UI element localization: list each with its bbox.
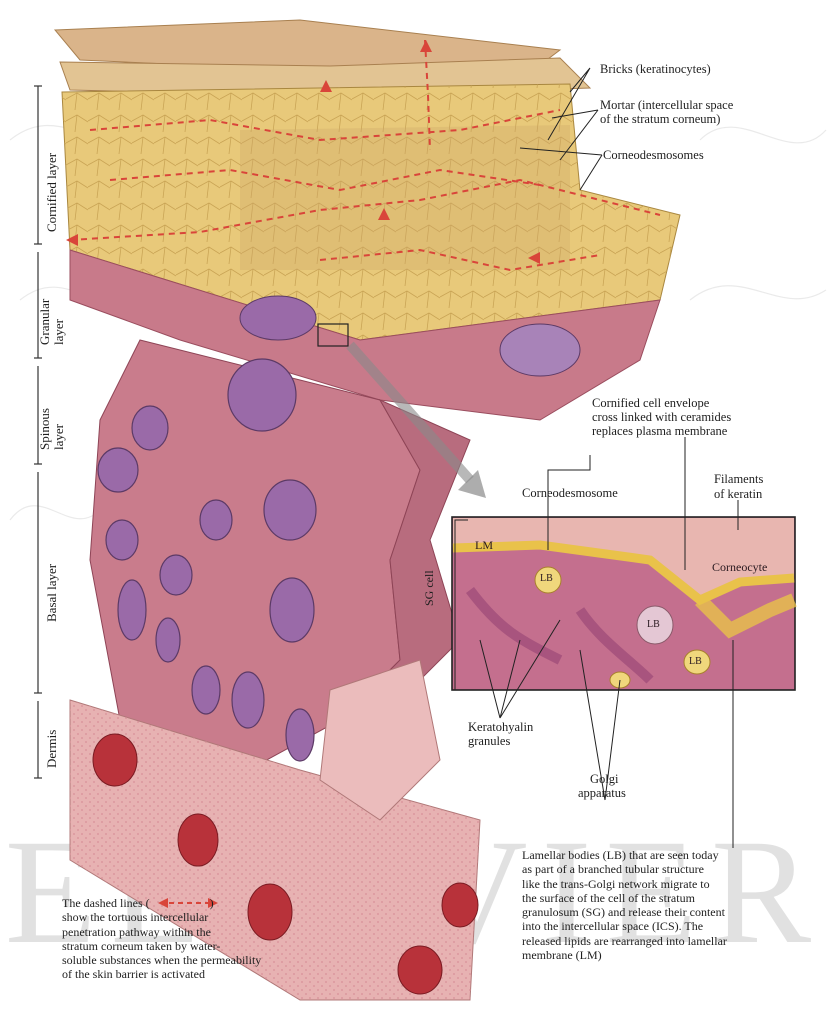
inset-label-lb-2: LB xyxy=(647,619,660,630)
label-envelope-line2: cross linked with ceramides xyxy=(592,410,731,424)
label-filaments-line2: of keratin xyxy=(714,487,762,501)
layer-label-cornified: Cornified layer xyxy=(44,153,60,232)
caption-lamellar-bodies: Lamellar bodies (LB) that are seen today… xyxy=(522,848,822,962)
layer-label-granular-line1: Granular xyxy=(37,299,52,345)
layer-label-basal: Basal layer xyxy=(44,564,60,622)
caption-lamellar-line: the surface of the cell of the stratum xyxy=(522,891,822,905)
label-golgi-line2: apparatus xyxy=(578,786,626,800)
label-envelope-line3: replaces plasma membrane xyxy=(592,424,727,438)
caption-dashed-line: soluble substances when the permeability xyxy=(62,953,342,967)
layer-label-granular-line2: layer xyxy=(51,319,66,345)
caption-dashed-line: penetration pathway within the xyxy=(62,925,342,939)
caption-dashed-line: of the skin barrier is activated xyxy=(62,967,342,981)
inset-label-sg-cell: SG cell xyxy=(422,570,437,606)
label-keratohyalin-line1: Keratohyalin xyxy=(468,720,533,734)
layer-label-granular: Granular layer xyxy=(38,255,66,345)
label-filaments-line1: Filaments xyxy=(714,472,763,486)
inset-label-corneocyte: Corneocyte xyxy=(712,560,767,575)
label-keratohyalin-line2: granules xyxy=(468,734,510,748)
caption-lamellar-line: granulosum (SG) and release their conten… xyxy=(522,905,822,919)
granular-nucleus xyxy=(240,296,316,340)
label-corneodesmosome: Corneodesmosome xyxy=(522,486,618,500)
caption-dashed-first-line: The dashed lines () xyxy=(62,896,342,910)
caption-dashed-tail: ) xyxy=(210,896,214,910)
label-mortar-line2: of the stratum corneum) xyxy=(600,112,720,126)
label-envelope-line1: Cornified cell envelope xyxy=(592,396,709,410)
label-bricks: Bricks (keratinocytes) xyxy=(600,62,711,76)
caption-dashed-lead: The dashed lines ( xyxy=(62,896,150,910)
label-mortar-line1: Mortar (intercellular space xyxy=(600,98,733,112)
inset-panel xyxy=(452,517,795,690)
layer-label-spinous-line1: Spinous xyxy=(37,408,52,450)
inset-label-lb-3: LB xyxy=(689,656,702,667)
label-golgi-line1: Golgi xyxy=(590,772,618,786)
layer-label-spinous-line2: layer xyxy=(51,424,66,450)
caption-lamellar-line: as part of a branched tubular structure xyxy=(522,862,822,876)
inset-label-lm: LM xyxy=(475,538,493,553)
caption-dashed-line: show the tortuous intercellular xyxy=(62,910,342,924)
caption-lamellar-line: Lamellar bodies (LB) that are seen today xyxy=(522,848,822,862)
inset-label-lb-1: LB xyxy=(540,573,553,584)
label-corneodesmosomes: Corneodesmosomes xyxy=(603,148,704,162)
caption-lamellar-line: like the trans-Golgi network migrate to xyxy=(522,877,822,891)
caption-dashed-lines: The dashed lines () show the tortuous in… xyxy=(62,896,342,982)
caption-lamellar-line: membrane (LM) xyxy=(522,948,822,962)
caption-lamellar-line: released lipids are rearranged into lame… xyxy=(522,934,822,948)
granular-nucleus-2 xyxy=(500,324,580,376)
caption-lamellar-line: into the intercellular space (ICS). The xyxy=(522,919,822,933)
layer-label-spinous: Spinous layer xyxy=(38,360,66,450)
layer-label-dermis: Dermis xyxy=(44,730,60,768)
caption-dashed-line: stratum corneum taken by water- xyxy=(62,939,342,953)
